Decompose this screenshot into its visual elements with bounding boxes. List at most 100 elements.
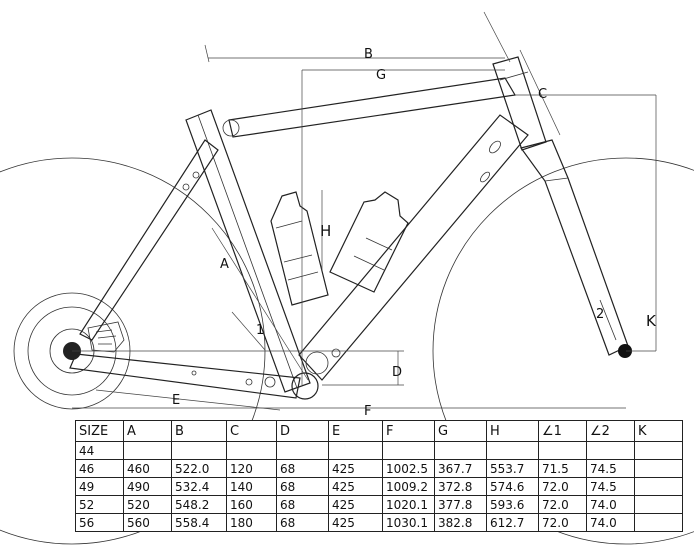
table-cell: 71.5 [538,459,587,478]
header-k: K [634,420,683,442]
dim-label-e: E [172,393,180,408]
header-angle1: ∠1 [538,420,587,442]
table-cell [328,441,383,460]
table-cell: 44 [75,441,124,460]
table-cell: 74.0 [586,495,635,514]
geometry-size-table: SIZE A B C D E F G H ∠1 ∠2 K 44 46 460 5… [75,420,683,532]
fork [519,139,632,358]
table-cell: 593.6 [486,495,539,514]
table-cell: 1002.5 [382,459,435,478]
table-cell [634,441,683,460]
table-row: 52 520 548.2 160 68 425 1020.1 377.8 593… [75,495,683,514]
chain-stay [69,353,301,399]
table-cell: 74.5 [586,459,635,478]
table-cell [634,513,683,532]
table-row: 46 460 522.0 120 68 425 1002.5 367.7 553… [75,459,683,478]
seat-tube [185,109,311,393]
dim-label-c: C [538,87,547,102]
dim-label-f: F [364,404,371,419]
table-cell: 377.8 [434,495,487,514]
top-tube [222,77,516,138]
table-cell: 68 [276,513,329,532]
table-cell [538,441,587,460]
header-h: H [486,420,539,442]
header-b: B [171,420,227,442]
table-cell [634,495,683,514]
table-cell: 522.0 [171,459,227,478]
table-cell: 560 [123,513,172,532]
dim-label-h: H [320,222,331,240]
table-cell [171,441,227,460]
front-wheel [432,157,694,545]
table-header-row: SIZE A B C D E F G H ∠1 ∠2 K [75,420,683,442]
table-cell [486,441,539,460]
table-cell: 56 [75,513,124,532]
dim-label-k: K [646,312,657,330]
header-a: A [123,420,172,442]
table-cell: 1030.1 [382,513,435,532]
header-e: E [328,420,383,442]
table-cell: 49 [75,477,124,496]
table-cell: 74.0 [586,513,635,532]
table-row: 49 490 532.4 140 68 425 1009.2 372.8 574… [75,477,683,496]
table-cell: 612.7 [486,513,539,532]
dim-label-g: G [376,68,386,83]
header-c: C [226,420,277,442]
table-cell [634,477,683,496]
table-cell: 68 [276,477,329,496]
table-cell: 72.0 [538,513,587,532]
dim-label-b: B [364,47,373,62]
table-cell: 180 [226,513,277,532]
dim-label-angle2: 2 [596,307,604,322]
table-cell [586,441,635,460]
table-cell: 72.0 [538,477,587,496]
table-cell: 72.0 [538,495,587,514]
table-row: 44 [75,441,683,460]
table-cell: 74.5 [586,477,635,496]
table-cell: 120 [226,459,277,478]
table-cell [382,441,435,460]
dimension-lines [72,11,657,411]
bottom-bracket [291,348,341,400]
table-cell: 68 [276,459,329,478]
down-tube-bottle [329,191,409,293]
table-cell: 140 [226,477,277,496]
seat-tube-bottle [270,191,329,306]
table-cell [123,441,172,460]
table-cell: 160 [226,495,277,514]
header-d: D [276,420,329,442]
table-cell: 425 [328,495,383,514]
table-cell: 372.8 [434,477,487,496]
table-cell: 548.2 [171,495,227,514]
table-cell: 46 [75,459,124,478]
table-cell [634,459,683,478]
table-cell: 1009.2 [382,477,435,496]
seat-stay [79,139,219,341]
table-cell: 382.8 [434,513,487,532]
table-cell [226,441,277,460]
header-f: F [382,420,435,442]
header-angle2: ∠2 [586,420,635,442]
dim-label-angle1: 1 [256,323,264,338]
table-cell [434,441,487,460]
head-tube [492,56,547,151]
table-cell: 425 [328,513,383,532]
table-cell: 52 [75,495,124,514]
down-tube [298,114,529,381]
table-cell [276,441,329,460]
table-cell: 558.4 [171,513,227,532]
table-cell: 520 [123,495,172,514]
table-cell: 367.7 [434,459,487,478]
table-cell: 532.4 [171,477,227,496]
table-row: 56 560 558.4 180 68 425 1030.1 382.8 612… [75,513,683,532]
table-cell: 574.6 [486,477,539,496]
header-g: G [434,420,487,442]
table-cell: 425 [328,477,383,496]
dim-label-d: D [392,365,402,380]
table-cell: 1020.1 [382,495,435,514]
table-cell: 68 [276,495,329,514]
table-cell: 553.7 [486,459,539,478]
table-cell: 460 [123,459,172,478]
table-cell: 425 [328,459,383,478]
